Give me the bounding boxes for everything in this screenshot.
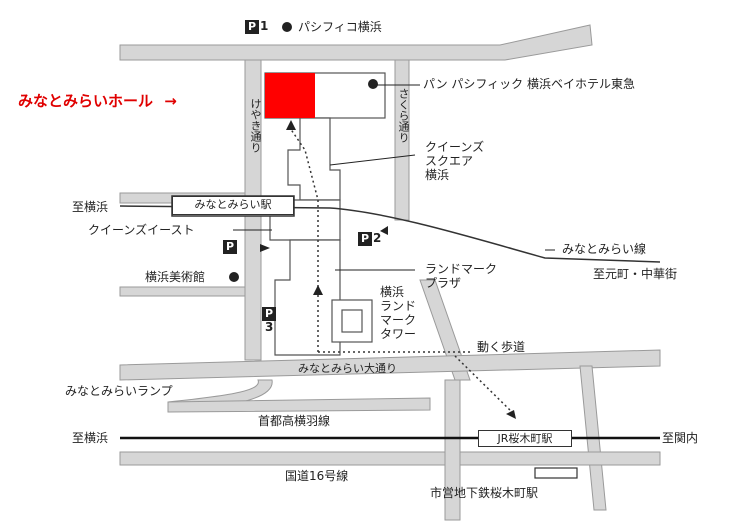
- landmark-plaza-building: [274, 239, 341, 356]
- subway-station-label: 市営地下鉄桜木町駅: [430, 486, 539, 500]
- to-yokohama-bottom-label: 至横浜: [72, 431, 109, 445]
- venue-name: みなとみらいホール: [18, 92, 154, 110]
- parking-number: 3: [265, 320, 274, 334]
- landmark-dot-icon: [282, 22, 292, 32]
- road-diagonal: [419, 279, 471, 381]
- landmark-dot-icon: [229, 272, 239, 282]
- landmark-tower-inner: [341, 309, 363, 333]
- arrow-icon: [260, 244, 270, 252]
- landmark-tower-line: タワー: [380, 327, 417, 341]
- landmark-tower-line: マーク: [380, 313, 417, 327]
- arrow-icon: [313, 285, 323, 295]
- queens-east-label: クイーンズイースト: [88, 223, 195, 237]
- parking-number: 1: [260, 19, 269, 33]
- parking-number: 2: [373, 231, 382, 245]
- road-mm-odori: [119, 349, 661, 381]
- landmark-plaza-line: プラザ: [425, 276, 462, 290]
- road-top: [119, 24, 593, 61]
- sakura-dori-label: さくら通り: [397, 88, 410, 143]
- mm-station-label: みなとみらい駅: [172, 196, 294, 215]
- art-museum-label: 横浜美術館: [145, 270, 206, 284]
- landmark-tower-label: 横浜 ランド マーク タワー: [380, 285, 416, 341]
- road-bottom-vertical: [444, 379, 461, 521]
- to-motomachi-label: 至元町・中華街: [593, 267, 678, 281]
- leader-queens-square: [329, 154, 416, 166]
- mm-line-label: みなとみらい線: [562, 242, 647, 256]
- to-kannai-label: 至関内: [662, 431, 699, 445]
- arrow-icon: [380, 226, 388, 235]
- pacifico-label: パシフィコ横浜: [298, 20, 382, 34]
- jr-station-label: JR桜木町駅: [478, 430, 572, 447]
- road-route16: [119, 451, 661, 466]
- queens-square-label: クイーンズ スクエア 横浜: [425, 140, 484, 182]
- mm-ramp-label: みなとみらいランプ: [65, 384, 173, 398]
- moving-walkway-path: [454, 355, 516, 416]
- queens-square-line: クイーンズ: [425, 140, 485, 154]
- landmark-plaza-line: ランドマーク: [425, 262, 498, 276]
- parking-icon: P: [262, 307, 276, 321]
- mm-odori-label: みなとみらい大通り: [298, 362, 397, 375]
- route16-label: 国道16号線: [285, 469, 349, 483]
- hotel-label: パン パシフィック 横浜ベイホテル東急: [423, 77, 635, 91]
- keyaki-dori-label: けやき通り: [249, 98, 262, 153]
- to-yokohama-left-label: 至横浜: [72, 200, 109, 214]
- queens-square-line: スクエア: [425, 154, 474, 168]
- road-expressway: [167, 397, 431, 413]
- mm-rail-line: [119, 205, 661, 263]
- arrow-icon: [506, 410, 516, 419]
- venue-marker: [265, 73, 315, 118]
- venue-label: みなとみらいホール →: [18, 90, 177, 111]
- parking-icon: P: [245, 20, 259, 34]
- parking-icon: P: [358, 232, 372, 246]
- landmark-tower-line: ランド: [380, 299, 417, 313]
- arrow-icon: [286, 120, 296, 130]
- moving-walkway-label: 動く歩道: [477, 340, 526, 354]
- pedestrian-path-main: [289, 127, 319, 352]
- queens-square-line: 横浜: [425, 168, 450, 182]
- landmark-plaza-label: ランドマーク プラザ: [425, 262, 497, 290]
- subway-station-box: [534, 467, 578, 479]
- queens-square-building: [287, 117, 341, 201]
- expressway-label: 首都高横羽線: [258, 414, 331, 428]
- parking-icon: P: [223, 240, 237, 254]
- venue-arrow-icon: →: [164, 92, 177, 110]
- landmark-tower-line: 横浜: [380, 285, 405, 299]
- road-left-2: [119, 286, 246, 297]
- landmark-dot-icon: [368, 79, 378, 89]
